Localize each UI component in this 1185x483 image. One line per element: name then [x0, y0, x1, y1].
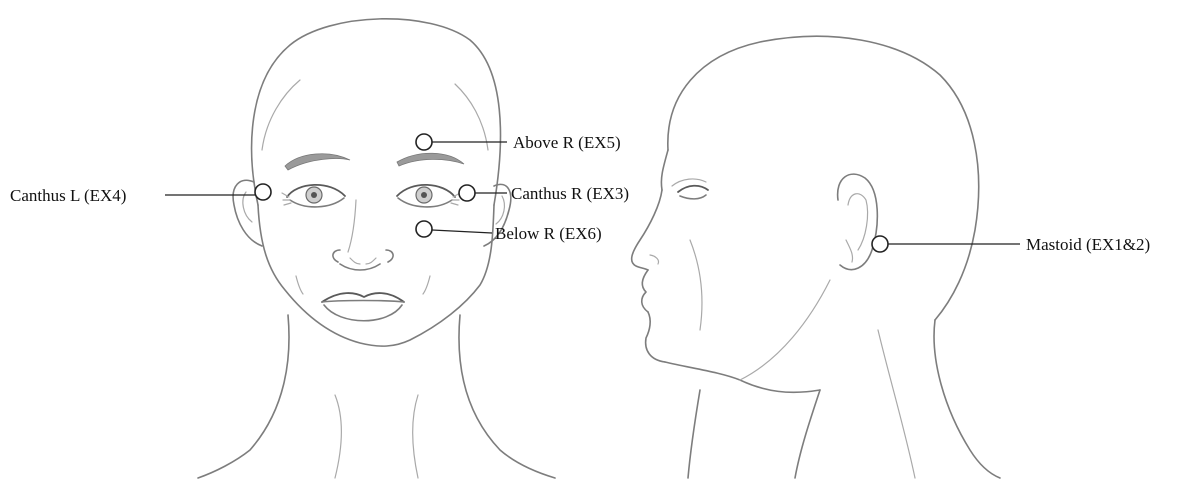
electrode-canthus-r: Canthus R (EX3) [459, 184, 629, 203]
electrode-mastoid: Mastoid (EX1&2) [872, 235, 1150, 254]
electrode-above-r: Above R (EX5) [416, 133, 621, 152]
electrode-canthus-l: Canthus L (EX4) [10, 184, 271, 205]
front-head-illustration [198, 19, 555, 478]
canthus-r-marker [459, 185, 475, 201]
side-head-illustration [632, 36, 1000, 478]
electrode-below-r: Below R (EX6) [416, 221, 602, 243]
below-r-leader-line [432, 230, 492, 233]
canthus-l-label: Canthus L (EX4) [10, 186, 126, 205]
above-r-marker [416, 134, 432, 150]
below-r-marker [416, 221, 432, 237]
mastoid-marker [872, 236, 888, 252]
canthus-l-marker [255, 184, 271, 200]
below-r-label: Below R (EX6) [495, 224, 602, 243]
above-r-label: Above R (EX5) [513, 133, 621, 152]
mastoid-label: Mastoid (EX1&2) [1026, 235, 1150, 254]
canthus-r-label: Canthus R (EX3) [511, 184, 629, 203]
